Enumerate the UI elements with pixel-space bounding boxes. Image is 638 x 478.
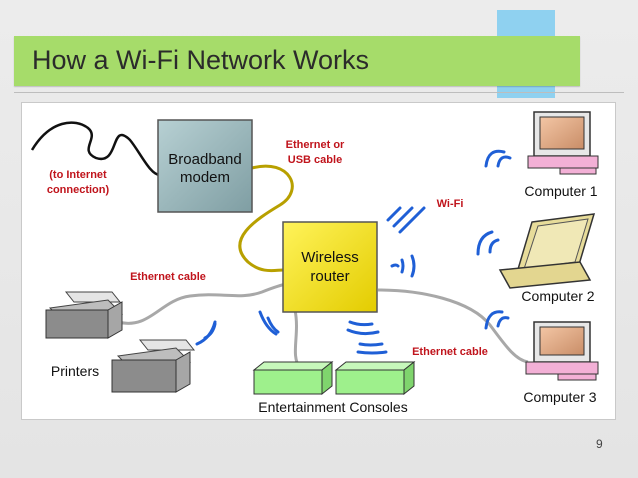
wireless-router — [282, 221, 378, 313]
computer2-icon — [498, 213, 596, 289]
slide-title: How a Wi-Fi Network Works — [32, 45, 370, 75]
console1-icon — [252, 360, 334, 396]
wifi-label: Wi-Fi — [437, 198, 464, 210]
router-label-line1: Wireless — [301, 249, 359, 266]
computer3-cable — [377, 288, 529, 364]
modem-router-cable — [238, 164, 294, 273]
computer2-label: Computer 2 — [521, 288, 594, 304]
printers-label: Printers — [51, 363, 99, 379]
printer2-icon — [111, 339, 196, 393]
router-label-line2: router — [310, 268, 349, 285]
printer-cable — [117, 282, 288, 325]
internet-label-line2: connection) — [47, 184, 110, 196]
modem-label-line1: Broadband — [168, 151, 241, 168]
printer1-icon — [45, 291, 124, 339]
title-divider — [14, 92, 624, 93]
internet-label-line1: (to Internet — [49, 169, 107, 181]
broadband-modem — [157, 119, 253, 213]
ethernet-cable-left-label: Ethernet cable — [130, 271, 206, 283]
wifi-wave-icon — [195, 149, 512, 355]
consoles-label: Entertainment Consoles — [258, 399, 407, 415]
computer3-icon — [525, 321, 599, 381]
computer1-icon — [527, 111, 599, 175]
computer1-label: Computer 1 — [524, 183, 597, 199]
internet-cable — [30, 121, 161, 177]
eth-usb-label-line1: Ethernet or — [286, 139, 345, 151]
ethernet-cable-right-label: Ethernet cable — [412, 346, 488, 358]
console-cable — [293, 309, 302, 369]
modem-label-line2: modem — [180, 169, 230, 186]
console2-icon — [334, 360, 416, 396]
page-number: 9 — [596, 437, 603, 451]
computer3-label: Computer 3 — [523, 389, 596, 405]
eth-usb-label-line2: USB cable — [288, 154, 342, 166]
title-bar — [14, 36, 580, 86]
